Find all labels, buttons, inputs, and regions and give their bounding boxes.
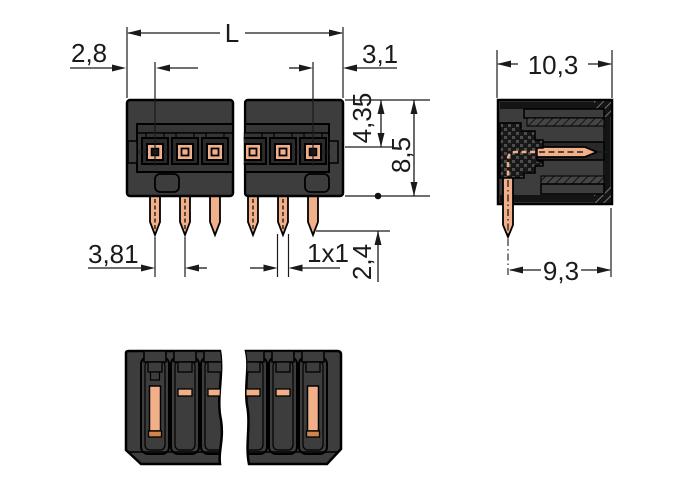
- dimension-total-length: L: [126, 18, 344, 98]
- dim-label-pin-cross-section: 1x1: [307, 238, 349, 268]
- dim-label-housing-height: 8,5: [386, 137, 416, 173]
- dim-label-pin-protrusion: 2,4: [347, 244, 377, 280]
- latch-notch: [304, 173, 330, 193]
- dimension-dot-terminator: [374, 192, 382, 200]
- solder-pin: [307, 195, 319, 238]
- bottom-view: [124, 349, 343, 466]
- copper-contact-tab: [246, 388, 261, 397]
- copper-contact-tab: [177, 388, 193, 397]
- dimension-pin-row-depth: 4,35: [345, 93, 430, 148]
- copper-contact-bar: [306, 385, 320, 432]
- dimension-pin-pitch: 3,81: [88, 237, 207, 277]
- dimension-pin-center-to-back: 9,3: [509, 208, 612, 286]
- contact-pin-square: [176, 143, 194, 161]
- copper-contact-tab: [207, 388, 222, 397]
- dim-label-last-pin-offset: 3,1: [362, 39, 398, 69]
- latch-notch: [154, 173, 180, 193]
- front-solder-pins: [149, 195, 319, 238]
- bottom-right-channels: [246, 351, 340, 455]
- dimension-housing-depth: 10,3: [496, 50, 613, 98]
- hatched-section: [540, 175, 605, 185]
- dimension-last-pin-offset: 3,1: [289, 39, 398, 166]
- bottom-left-channels: [127, 351, 222, 455]
- dim-label-first-pin-offset: 2,8: [71, 38, 107, 68]
- dim-label-pin-pitch: 3,81: [88, 239, 139, 269]
- copper-contact-bar: [148, 385, 162, 432]
- end-tab: [328, 140, 339, 164]
- dim-label-pin-row-depth: 4,35: [347, 93, 377, 144]
- end-tab: [127, 140, 138, 164]
- dimension-pin-protrusion: 2,4: [316, 230, 390, 282]
- dim-label-pin-center-to-back: 9,3: [543, 256, 579, 286]
- front-housing-right: [243, 98, 345, 198]
- side-view: [496, 98, 614, 277]
- front-housing-left: [125, 98, 235, 198]
- dim-label-total-length: L: [225, 18, 239, 48]
- contact-pin-square: [274, 143, 292, 161]
- contact-clamp-block: [499, 122, 544, 179]
- hatched-section: [526, 117, 605, 127]
- front-view: [125, 98, 345, 238]
- hidden-pin-bend-trace: [506, 150, 535, 176]
- dimension-housing-height: 8,5: [345, 100, 430, 200]
- copper-contact-tab: [275, 388, 291, 397]
- contact-pin-square: [206, 143, 224, 161]
- dimension-first-pin-offset: 2,8: [70, 38, 198, 166]
- dimension-pin-cross-section: 1x1: [250, 234, 349, 277]
- solder-pin: [209, 195, 221, 238]
- dim-label-housing-depth: 10,3: [528, 50, 579, 80]
- contact-pin-square: [244, 143, 262, 161]
